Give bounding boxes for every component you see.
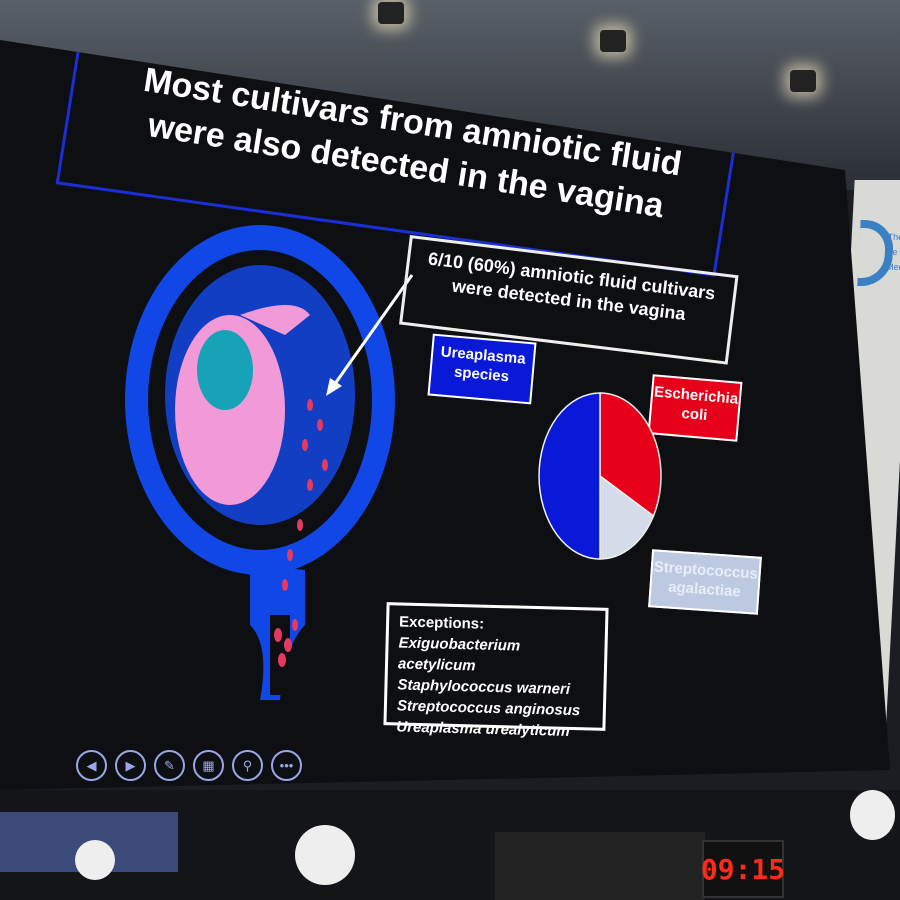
fetus-limb bbox=[240, 305, 310, 335]
pie-slice-ureaplasma-species bbox=[538, 392, 601, 560]
callout-arrow bbox=[326, 274, 414, 396]
stage-monitor bbox=[495, 832, 705, 900]
pen-icon[interactable]: ✎ bbox=[154, 750, 185, 781]
countdown-clock: 09:15 bbox=[701, 840, 785, 898]
label-strep: Streptococcus agalactiae bbox=[648, 549, 762, 615]
more-icon[interactable]: ••• bbox=[271, 750, 302, 781]
next-icon[interactable]: ▶ bbox=[115, 750, 146, 781]
slides-icon[interactable]: ▦ bbox=[193, 750, 224, 781]
flowers bbox=[850, 790, 895, 840]
fetus-head bbox=[197, 330, 253, 410]
pie-slice-escherichia-coli bbox=[599, 392, 662, 518]
previous-icon[interactable]: ◀ bbox=[76, 750, 107, 781]
flowers bbox=[295, 825, 355, 885]
zoom-icon[interactable]: ⚲ bbox=[232, 750, 263, 781]
pie-chart bbox=[538, 392, 662, 560]
stage-light bbox=[790, 70, 816, 92]
banner-text: The Fe bbox=[886, 232, 900, 257]
pie-slice-streptococcus-agalactiae bbox=[599, 474, 655, 560]
stage-light bbox=[600, 30, 626, 52]
uterus-illustration bbox=[125, 225, 395, 700]
exception-item: Exiguobacterium acetylicum bbox=[397, 634, 521, 675]
exceptions-box: Exceptions: Exiguobacterium acetylicum S… bbox=[383, 602, 609, 740]
flowers bbox=[75, 840, 115, 880]
bacteria bbox=[274, 399, 328, 667]
slideshow-controls: ◀ ▶ ✎ ▦ ⚲ ••• bbox=[76, 750, 302, 781]
banner-text: Medic bbox=[885, 262, 900, 272]
stage-light bbox=[378, 2, 404, 24]
exception-item: Ureaplasma urealyticum bbox=[396, 718, 570, 740]
label-ureaplasma: Ureaplasma species bbox=[427, 333, 537, 405]
